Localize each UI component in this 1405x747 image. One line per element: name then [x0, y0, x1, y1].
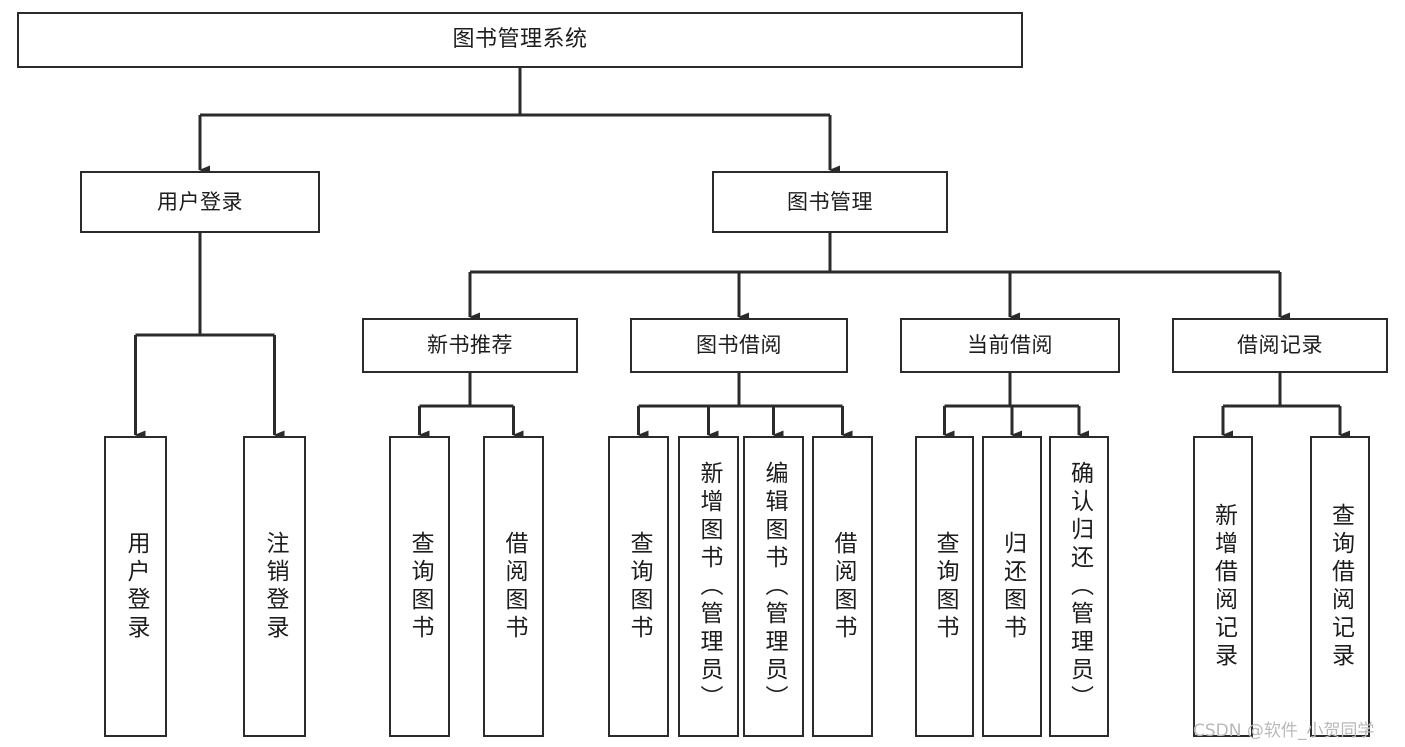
node-label: 用户登录: [123, 530, 149, 643]
node-book-borrow[interactable]: 图书借阅: [630, 318, 848, 373]
node-leaf-query-book-bb[interactable]: 查询图书: [608, 436, 669, 737]
node-label: 查询图书: [932, 530, 958, 643]
node-leaf-borrow-book-bb[interactable]: 借阅图书: [812, 436, 873, 737]
node-leaf-edit-book[interactable]: 编辑图书（管理员）: [743, 436, 804, 737]
node-label: 查询借阅记录: [1327, 502, 1354, 671]
node-label: 确认归还（管理员）: [1066, 460, 1093, 713]
node-label-wrap: 借阅图书: [485, 438, 542, 735]
node-label-wrap: 注销登录: [245, 438, 304, 735]
node-leaf-add-book[interactable]: 新增图书（管理员）: [678, 436, 739, 737]
node-label-wrap: 新增借阅记录: [1195, 438, 1251, 735]
node-leaf-query-record[interactable]: 查询借阅记录: [1310, 436, 1370, 737]
node-label: 借阅图书: [501, 530, 527, 643]
node-label: 当前借阅: [967, 333, 1053, 358]
node-label-wrap: 用户登录: [106, 438, 165, 735]
node-current-borrow[interactable]: 当前借阅: [900, 318, 1120, 373]
node-label: 新书推荐: [427, 333, 513, 358]
node-label: 归还图书: [999, 530, 1026, 643]
node-label: 编辑图书（管理员）: [761, 460, 787, 713]
node-leaf-add-record[interactable]: 新增借阅记录: [1193, 436, 1253, 737]
node-label-wrap: 归还图书: [984, 438, 1040, 735]
node-label: 新增借阅记录: [1210, 502, 1237, 671]
node-leaf-confirm-return[interactable]: 确认归还（管理员）: [1049, 436, 1109, 737]
node-leaf-return-book[interactable]: 归还图书: [982, 436, 1042, 737]
csdn-watermark: CSDN @软件_小贺同学: [1193, 721, 1375, 741]
node-label: 用户登录: [157, 189, 243, 214]
node-new-book-rec[interactable]: 新书推荐: [362, 318, 578, 373]
node-label-wrap: 查询图书: [391, 438, 448, 735]
node-label: 借阅图书: [830, 530, 856, 643]
node-leaf-user-login[interactable]: 用户登录: [104, 436, 167, 737]
node-label-wrap: 查询图书: [917, 438, 972, 735]
node-label-wrap: 编辑图书（管理员）: [745, 438, 802, 735]
node-label: 借阅记录: [1237, 333, 1323, 358]
node-borrow-record[interactable]: 借阅记录: [1172, 318, 1388, 373]
node-label: 查询图书: [626, 530, 652, 643]
node-label: 图书管理: [787, 189, 873, 214]
node-label: 注销登录: [262, 530, 288, 643]
node-book-manage[interactable]: 图书管理: [712, 171, 948, 233]
node-label: 图书借阅: [696, 333, 782, 358]
node-label-wrap: 借阅图书: [814, 438, 871, 735]
node-label-wrap: 新增图书（管理员）: [680, 438, 737, 735]
node-user-login[interactable]: 用户登录: [80, 171, 320, 233]
node-leaf-query-book-cb[interactable]: 查询图书: [915, 436, 974, 737]
node-label-wrap: 查询借阅记录: [1312, 438, 1368, 735]
node-root[interactable]: 图书管理系统: [17, 12, 1023, 68]
node-leaf-borrow-book-rec[interactable]: 借阅图书: [483, 436, 544, 737]
node-label-wrap: 查询图书: [610, 438, 667, 735]
node-leaf-logout[interactable]: 注销登录: [243, 436, 306, 737]
node-label: 新增图书（管理员）: [696, 460, 722, 713]
node-label: 图书管理系统: [452, 26, 588, 52]
node-leaf-query-book-rec[interactable]: 查询图书: [389, 436, 450, 737]
node-label-wrap: 确认归还（管理员）: [1051, 438, 1107, 735]
node-label: 查询图书: [407, 530, 433, 643]
